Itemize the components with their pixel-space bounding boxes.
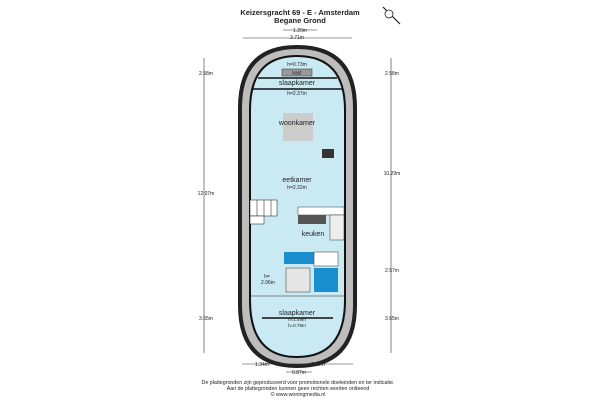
north-arrow-icon	[382, 6, 401, 25]
dimension-bottom	[242, 363, 353, 373]
dim-bottom-right: 2.32m	[311, 362, 325, 368]
dim-top-inner: 1.20m	[293, 28, 307, 34]
room-woonkamer: woonkamer	[278, 120, 316, 127]
room-eetkamer: eetkamer	[282, 177, 312, 184]
stove-icon	[322, 149, 334, 158]
dimension-top	[243, 29, 352, 39]
stairs	[249, 199, 278, 225]
hal-height: 2.06m	[261, 280, 275, 286]
dim-bottom-left: 1.34m	[255, 362, 269, 368]
bottom-height: h=0.79m	[288, 323, 306, 328]
disclaimer-line-2: Aan de plattegronden kunnen geen rechten…	[227, 386, 370, 392]
plan-title: Keizersgracht 69 - E - Amsterdam	[240, 8, 360, 17]
copyright: © www.woningmedia.nl	[271, 391, 326, 398]
room-slaapkamer-bottom: slaapkamer	[279, 310, 316, 317]
kast	[281, 68, 313, 77]
rug	[283, 113, 313, 141]
kast-label: kast	[292, 71, 302, 77]
plan-subtitle: Begane Grond	[274, 16, 326, 25]
slaapkamer-top-height: h=2.37m	[287, 91, 307, 97]
slaapkamer-bottom-height: h=1.49m	[288, 317, 306, 322]
dim-right-low: 2.57m	[385, 268, 399, 274]
shower	[285, 267, 311, 293]
dim-left-mid: 12.07m	[198, 191, 215, 197]
dim-left-top: 2.58m	[199, 71, 213, 77]
top-height-label: h=0.73m	[287, 62, 307, 68]
disclaimer-line-1: De plattegronden zijn geproduceerd voor …	[202, 380, 395, 386]
eetkamer-height: h=2.32m	[287, 185, 307, 191]
sink	[313, 251, 339, 267]
dim-bottom-small: 0.87m	[292, 370, 306, 376]
bathroom-tiles	[284, 252, 314, 264]
room-slaapkamer-top: slaapkamer	[279, 80, 316, 87]
dim-top-outer: 3.71m	[290, 35, 304, 41]
dim-right-mid: 10.29m	[384, 171, 401, 177]
hal-height-label: h=	[264, 274, 270, 280]
dim-right-bottom: 3.65m	[385, 316, 399, 322]
cooktop	[298, 215, 326, 224]
dimension-sides	[203, 58, 392, 353]
dim-right-top: 2.58m	[385, 71, 399, 77]
room-keuken: keuken	[302, 231, 325, 238]
dim-left-bottom: 3.65m	[199, 316, 213, 322]
